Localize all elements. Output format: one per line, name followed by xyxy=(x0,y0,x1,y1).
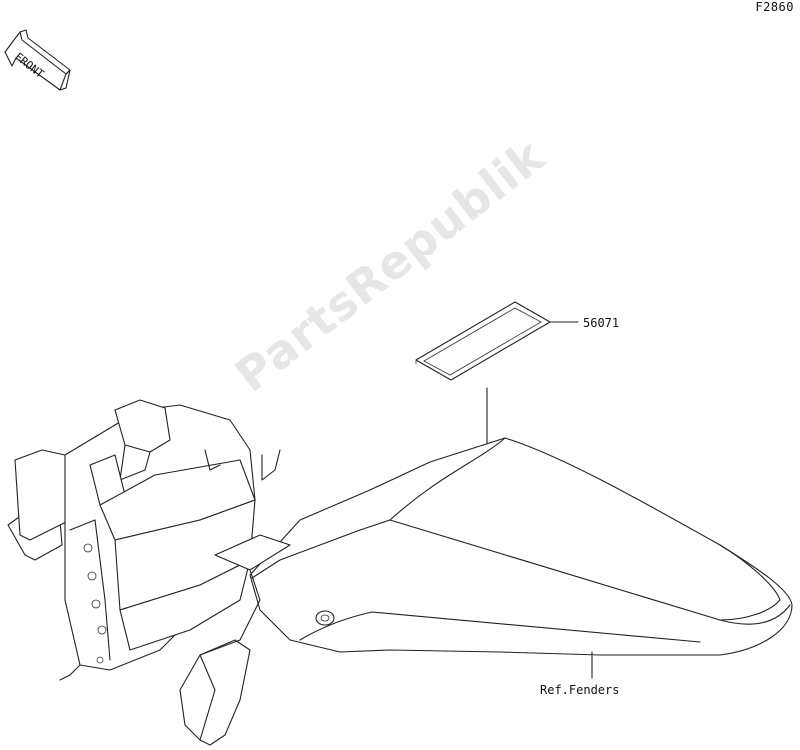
figure-code: F2860 xyxy=(755,0,794,14)
front-arrow-icon: FRONT xyxy=(4,29,71,91)
callout-56071: 56071 xyxy=(583,316,620,330)
front-fender xyxy=(249,437,793,679)
fender-bracket xyxy=(7,399,291,746)
callout-ref-fenders: Ref.Fenders xyxy=(540,683,620,697)
